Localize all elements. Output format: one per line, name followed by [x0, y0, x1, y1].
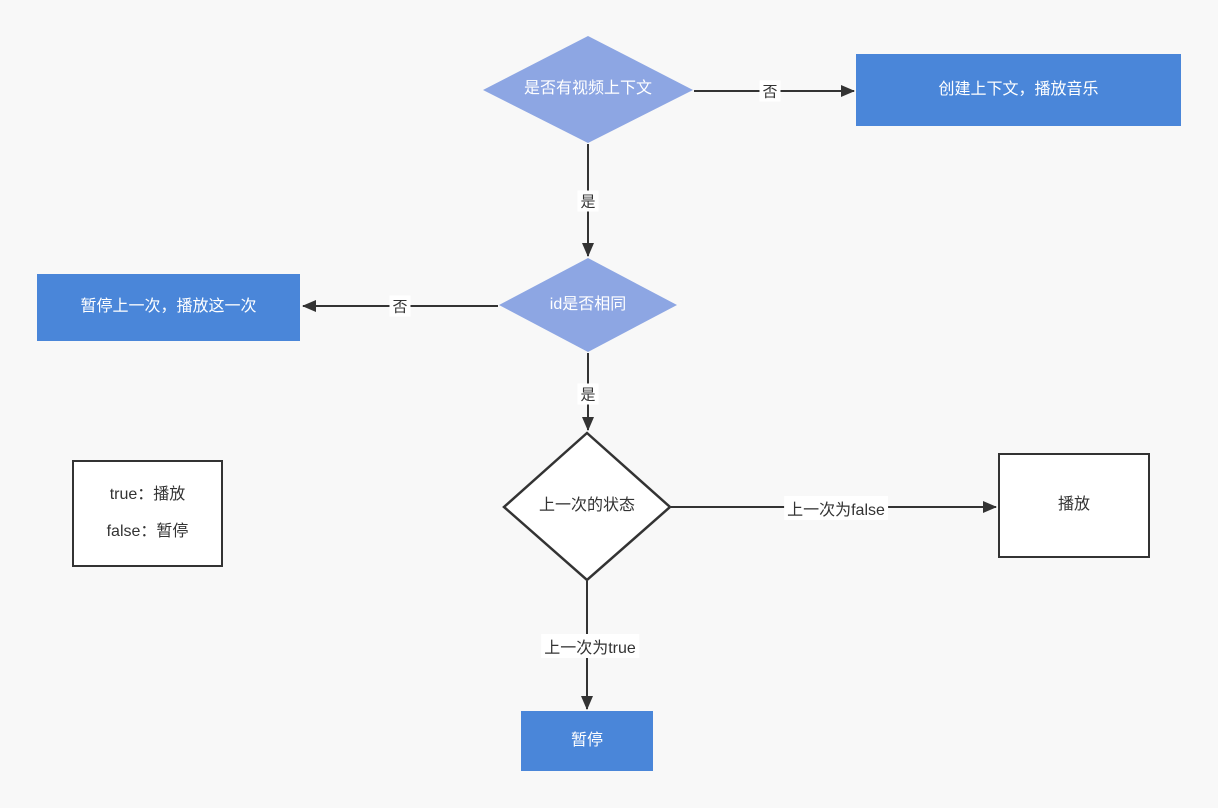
edge-label-yes-1: 是 [577, 190, 599, 212]
edge-label-no-1: 否 [759, 80, 781, 102]
edge-label-no-2: 否 [389, 295, 411, 317]
diamond-video-context-shape [483, 36, 693, 143]
process-pause: 暂停 [521, 711, 653, 771]
edge-label-last-true: 上一次为true [541, 634, 639, 658]
diamond-same-id-shape [499, 258, 677, 352]
process-pause-last-play-this: 暂停上一次，播放这一次 [37, 274, 300, 341]
legend-line-false: false：暂停 [106, 522, 189, 540]
edge-label-last-false: 上一次为false [784, 496, 888, 520]
diamond-last-state-shape [502, 431, 672, 582]
process-play: 播放 [998, 453, 1150, 558]
legend-line-true: true：播放 [109, 485, 186, 503]
edge-label-yes-2: 是 [577, 383, 599, 405]
legend-box: true：播放 false：暂停 [72, 460, 223, 567]
process-create-context: 创建上下文，播放音乐 [856, 54, 1181, 126]
